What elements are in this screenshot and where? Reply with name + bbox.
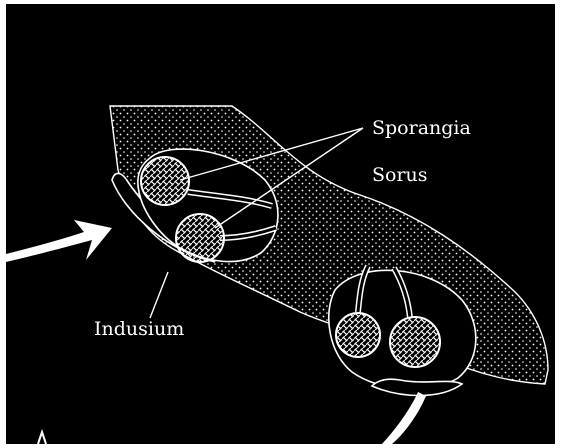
label-sporangia: Sporangia bbox=[372, 117, 471, 139]
sporangium-4 bbox=[390, 317, 440, 367]
label-indusium: Indusium bbox=[94, 318, 184, 340]
sporangium-2 bbox=[176, 214, 224, 262]
sporangium-3 bbox=[336, 313, 380, 357]
label-sorus: Sorus bbox=[372, 164, 428, 186]
sporangium-1 bbox=[141, 157, 189, 205]
